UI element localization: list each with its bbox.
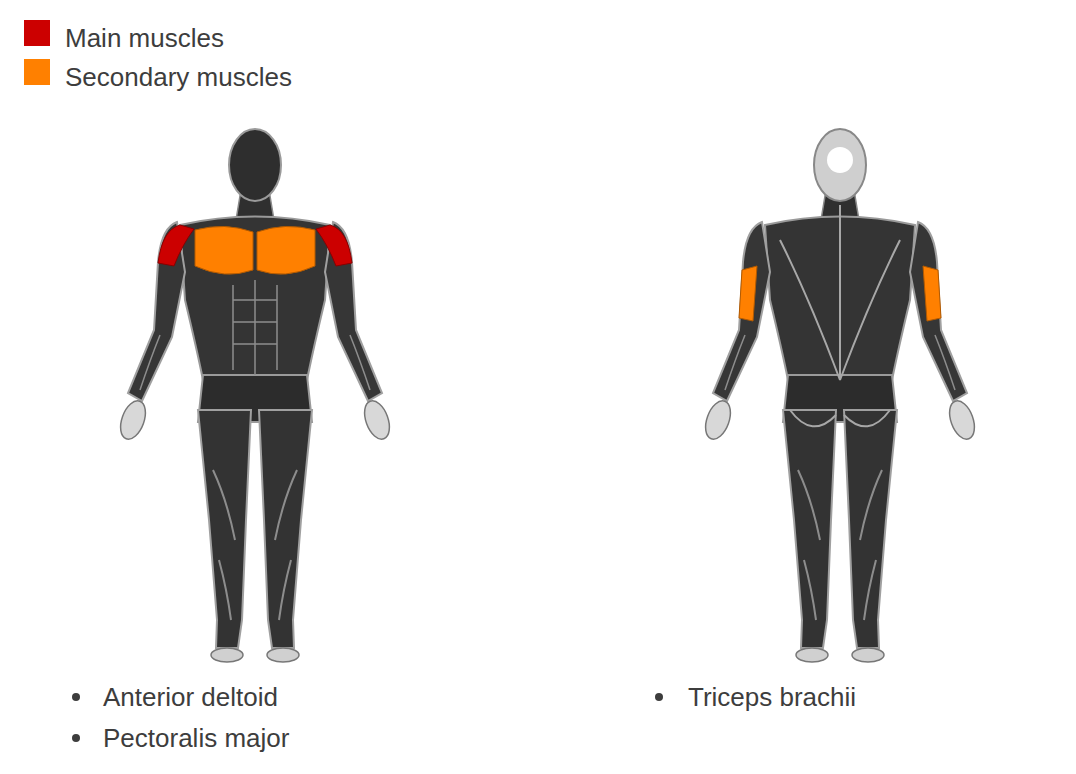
head [229, 129, 281, 201]
deltoid-right [316, 225, 352, 266]
figure-part [790, 410, 890, 426]
back-highlights [739, 266, 941, 321]
legend-label: Secondary muscles [65, 62, 292, 92]
bullet [655, 693, 663, 701]
pectoral-left [195, 226, 253, 274]
figure-part [233, 285, 277, 370]
triceps-right [923, 266, 941, 321]
front-body [180, 190, 330, 422]
triceps-left [739, 266, 757, 321]
back-lines [780, 205, 900, 426]
muscle-label: Anterior deltoid [103, 682, 278, 712]
figure-part [233, 300, 277, 344]
pectoral-right [257, 226, 315, 274]
front-highlights [158, 225, 352, 274]
front-left-half [116, 222, 251, 662]
front-figure [116, 129, 394, 662]
bullet [72, 734, 80, 742]
muscle-label: Pectoralis major [103, 723, 289, 753]
back-figure [701, 129, 979, 662]
deltoid-left [158, 225, 194, 266]
legend-label: Main muscles [65, 23, 224, 53]
bullet [72, 693, 80, 701]
legend-swatch [24, 20, 50, 46]
figure-part [254, 280, 256, 375]
muscle-label: Triceps brachii [688, 682, 856, 712]
figure-part [780, 240, 900, 380]
front-right-half [259, 222, 394, 662]
legend-swatch [24, 59, 50, 85]
back-left-half [701, 222, 836, 662]
figure-part [839, 205, 841, 380]
back-body [765, 190, 915, 422]
abs-lines [233, 280, 277, 375]
head-back [814, 129, 866, 201]
back-right-half [844, 222, 979, 662]
head-highlight [827, 147, 853, 173]
